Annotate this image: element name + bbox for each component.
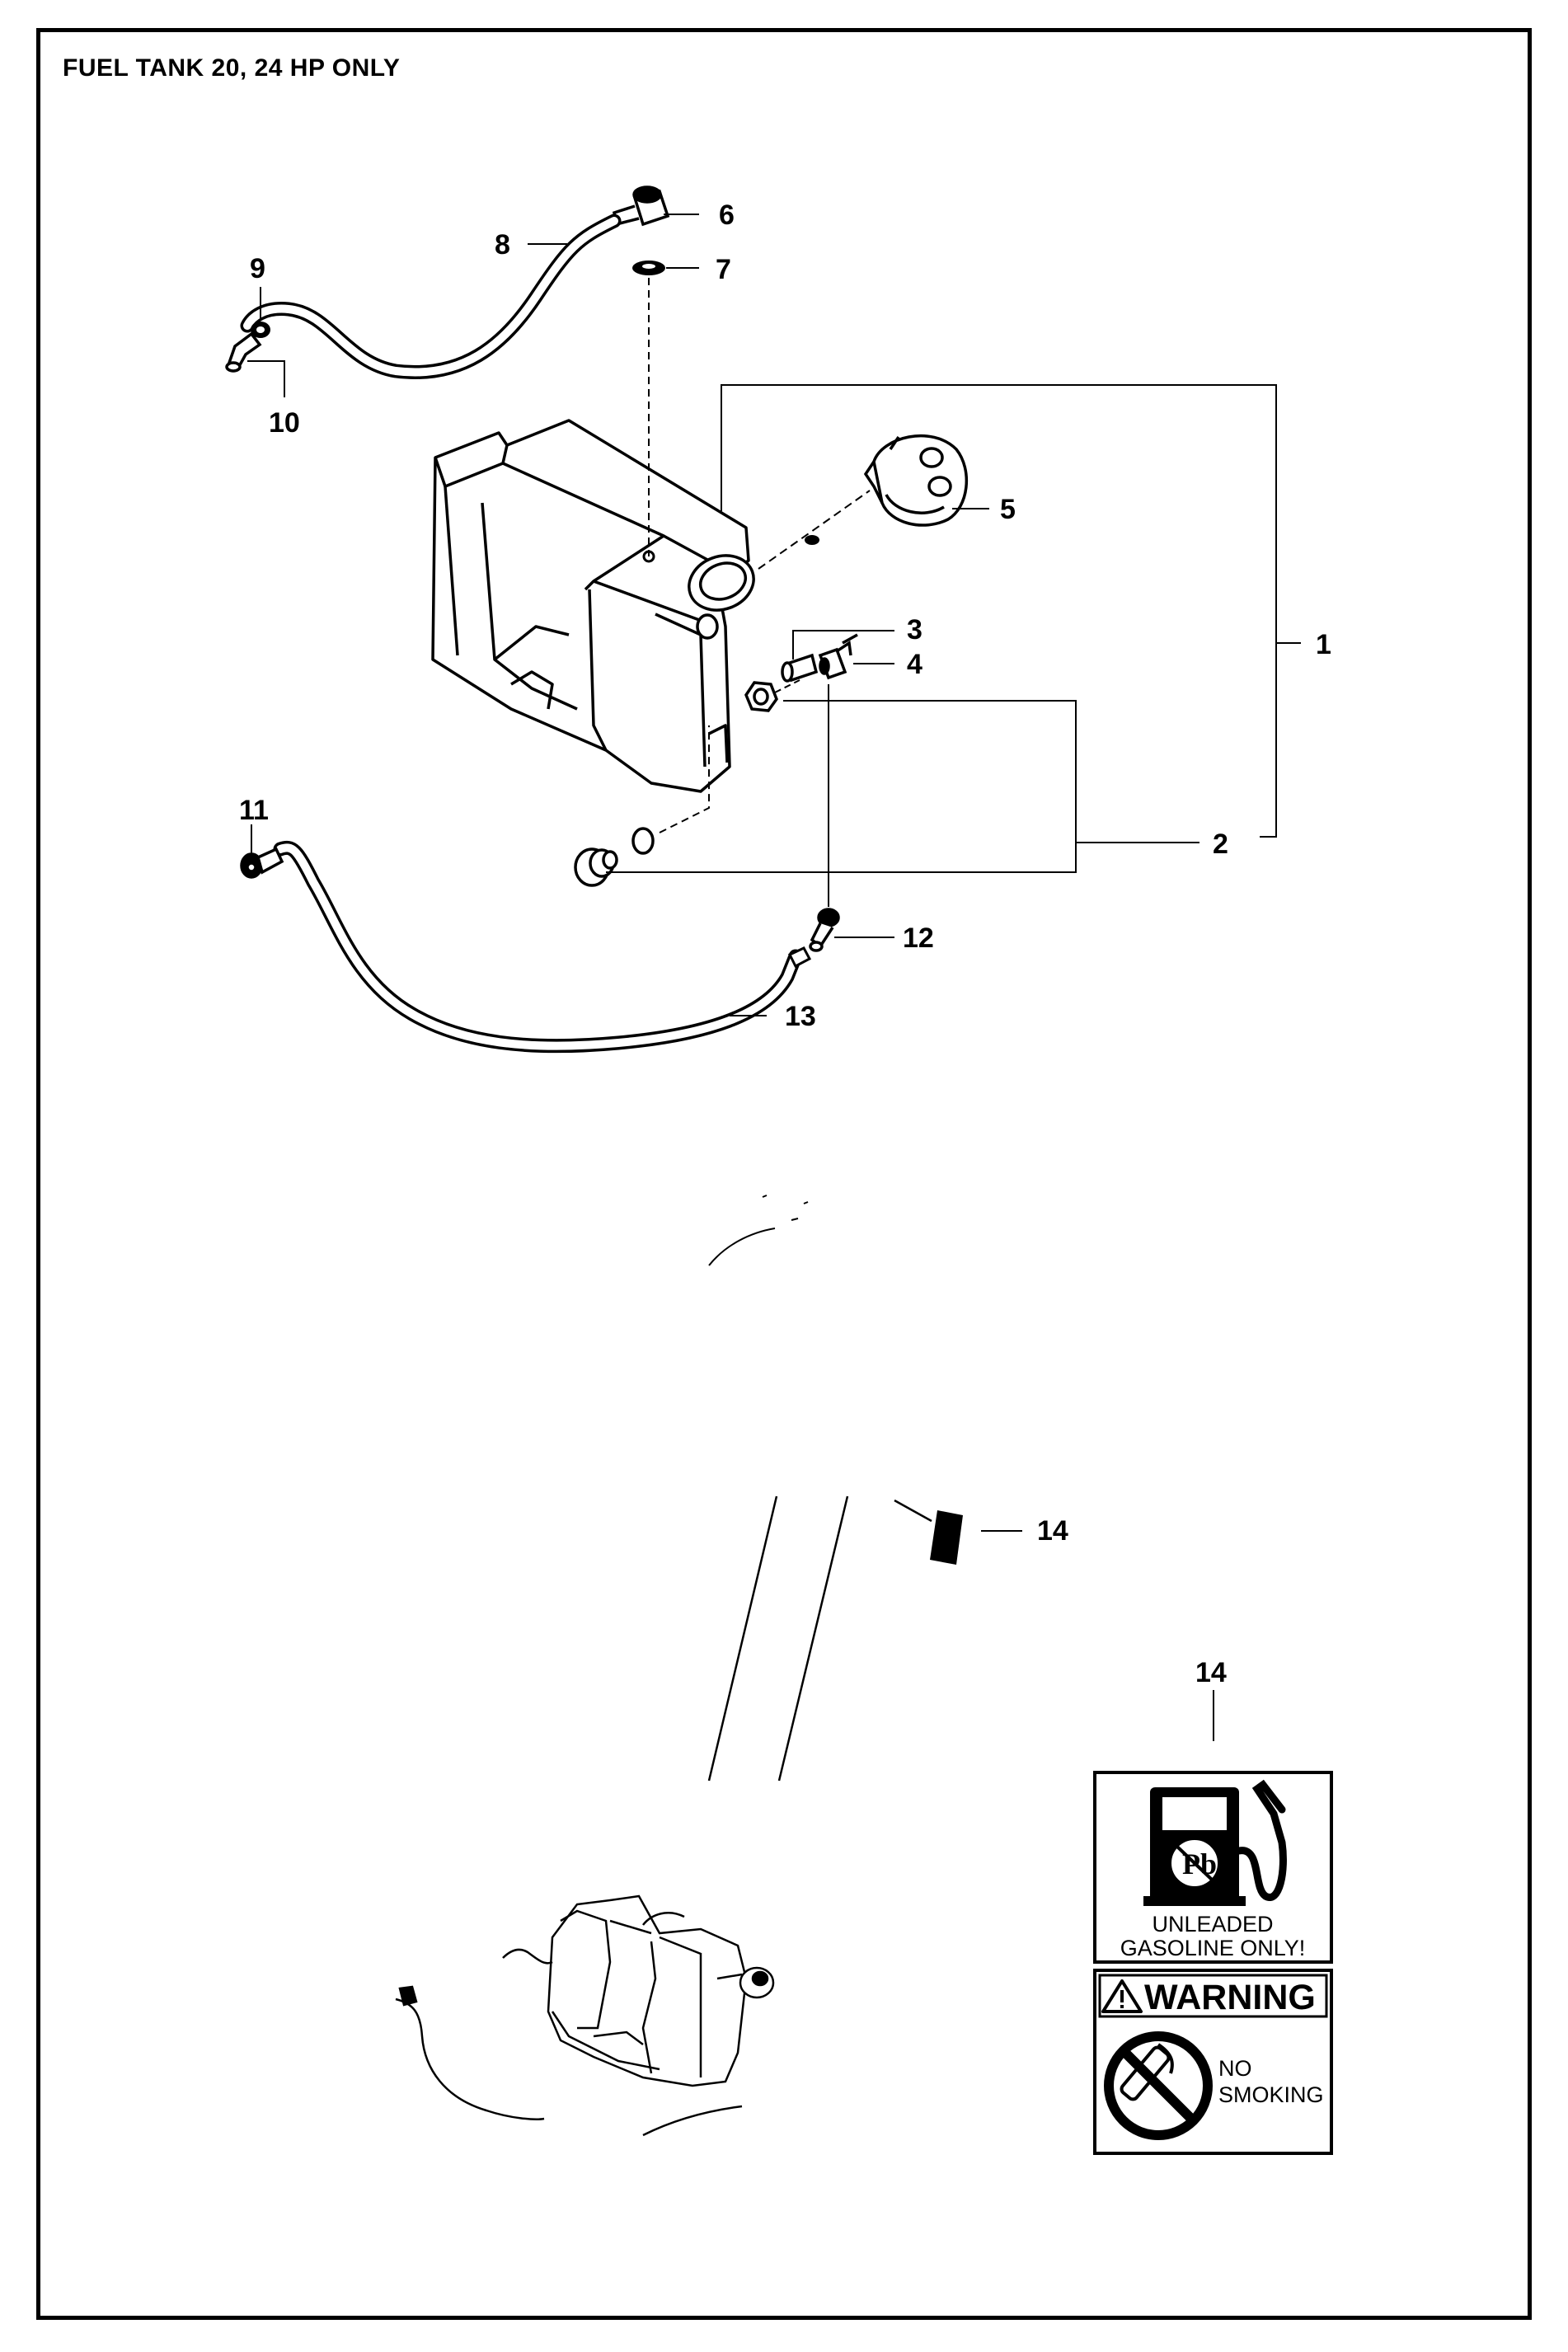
- callout-13: 13: [785, 1001, 816, 1032]
- filler-neck: [688, 554, 755, 640]
- vent-port: [642, 550, 655, 563]
- fuel-cap: [863, 434, 968, 527]
- callout-7: 7: [716, 254, 731, 285]
- vent-hose: [240, 214, 622, 379]
- leader-lines: [247, 214, 1301, 1741]
- drain-leader-dashed: [659, 725, 710, 833]
- grommet: [632, 261, 665, 275]
- callout-3: 3: [907, 614, 922, 646]
- no-smoking-icon: [1104, 2031, 1213, 2140]
- vent-elbow-10: [225, 331, 262, 373]
- vent-valve: [612, 185, 670, 227]
- callout-14-large: 14: [1195, 1657, 1227, 1688]
- warning-label: WARNING: [1144, 1978, 1316, 2017]
- decal-location-marker: [930, 1510, 963, 1565]
- steering-column-sketch: [707, 1495, 932, 1782]
- cap-tether-ring: [805, 535, 819, 545]
- fuel-hose-13: [273, 840, 803, 1054]
- bulkhead-nut: [744, 681, 778, 712]
- unleaded-label-line2: GASOLINE ONLY!: [1120, 1936, 1306, 1960]
- callout-8: 8: [495, 229, 510, 261]
- callout-14-small: 14: [1037, 1515, 1068, 1547]
- callout-2: 2: [1213, 829, 1228, 860]
- unleaded-label-line1: UNLEADED: [1152, 1912, 1273, 1937]
- page-border: [36, 28, 1532, 2320]
- callout-5: 5: [1000, 494, 1016, 525]
- o-ring: [631, 827, 655, 855]
- callout-9: 9: [250, 253, 265, 284]
- hose-ferrule: [787, 946, 812, 969]
- fitting-leader-dashed: [774, 679, 800, 693]
- fuel-shutoff-4: [818, 633, 858, 680]
- callout-4: 4: [907, 649, 922, 680]
- no-smoking-line2: SMOKING: [1218, 2082, 1324, 2107]
- fuel-pump-icon: Pb: [1143, 1779, 1287, 1906]
- callout-1: 1: [1316, 629, 1331, 660]
- drain-plug: [574, 847, 618, 887]
- callout-10: 10: [269, 407, 300, 439]
- fuel-tank: [431, 419, 750, 793]
- warning-decal-lower: WARNING NO SMOKING: [1093, 1969, 1333, 2155]
- callout-6: 6: [719, 200, 735, 231]
- fuel-decal-upper: Pb UNLEADED GASOLINE ONLY!: [1093, 1771, 1333, 1964]
- hose-clamp-9: [251, 322, 270, 338]
- hose-clamp-11: [240, 847, 284, 879]
- page-title: FUEL TANK 20, 24 HP ONLY: [63, 54, 401, 82]
- fuel-elbow-12: [809, 908, 840, 952]
- locator-tank-view: [395, 1894, 775, 2137]
- callout-12: 12: [903, 922, 934, 954]
- callout-11: 11: [239, 795, 269, 826]
- callout-numbers: 1 2 3 4 5 6 7 8 9 10 11 12 13 14 14: [239, 200, 1331, 1688]
- svg-text:Pb: Pb: [1182, 1847, 1217, 1880]
- warning-triangle-icon: [1101, 1979, 1143, 2013]
- locator-sketch-fragments: [708, 1195, 809, 1266]
- no-smoking-line1: NO: [1218, 2056, 1252, 2081]
- cap-leader-dashed: [758, 490, 871, 570]
- tank-fitting-3: [781, 653, 819, 683]
